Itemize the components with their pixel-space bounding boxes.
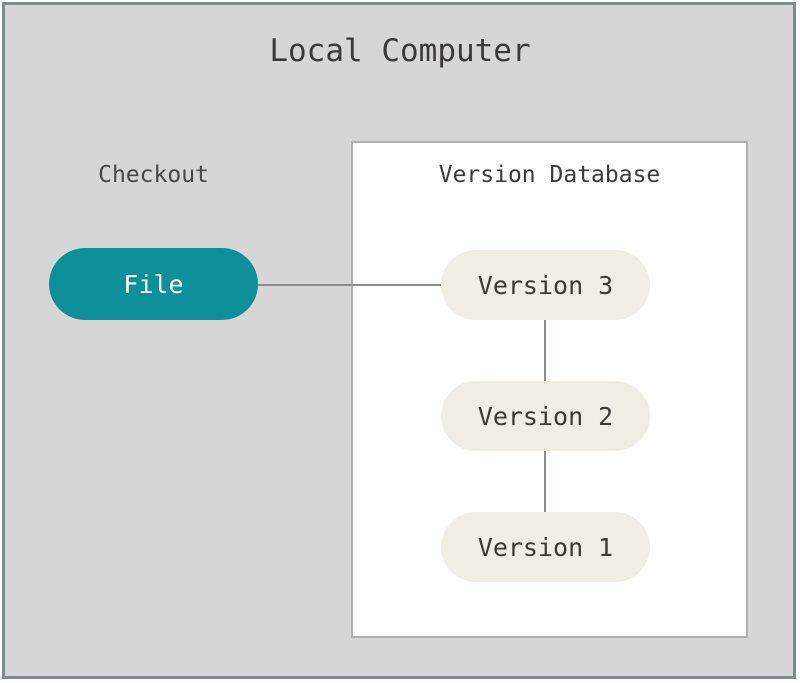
edge-version-2-to-version-1 [544, 449, 546, 514]
version-node-3[interactable]: Version 3 [441, 250, 650, 320]
checkout-label: Checkout [98, 162, 209, 188]
file-node[interactable]: File [49, 248, 258, 320]
version-node-2[interactable]: Version 2 [441, 381, 650, 451]
version-node-1[interactable]: Version 1 [441, 512, 650, 582]
version-database-title: Version Database [438, 162, 661, 188]
edge-file-to-version-3 [253, 284, 448, 286]
local-computer-title: Local Computer [269, 33, 531, 69]
edge-version-3-to-version-2 [544, 318, 546, 383]
